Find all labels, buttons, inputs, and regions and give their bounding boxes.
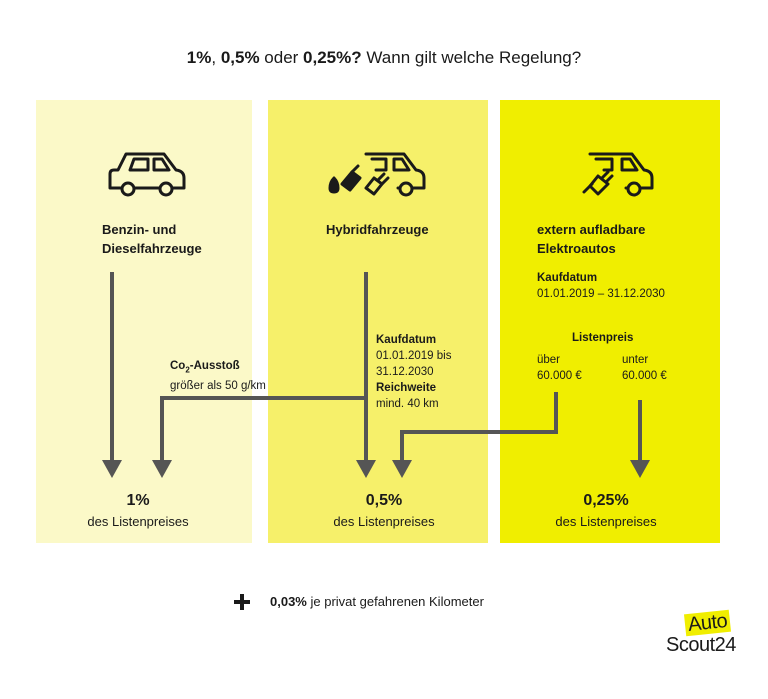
page-title: 1%, 0,5% oder 0,25%? Wann gilt welche Re… bbox=[186, 48, 582, 67]
listenpreis-label: Listenpreis bbox=[572, 332, 634, 344]
footer-note: 0,03% je privat gefahrenen Kilometer bbox=[270, 594, 484, 609]
label-hybrid: Hybridfahrzeuge bbox=[326, 222, 429, 237]
car-icon bbox=[108, 152, 186, 197]
price-under: unter 60.000 € bbox=[622, 354, 667, 382]
electric-kaufdatum: Kaufdatum 01.01.2019 – 31.12.2030 bbox=[537, 272, 665, 300]
hybrid-car-icon bbox=[328, 152, 426, 197]
arrow-over-to-05pct bbox=[400, 392, 558, 462]
column-benzin-diesel bbox=[36, 100, 252, 543]
plus-icon bbox=[234, 594, 250, 610]
result-05pct: 0,5% des Listenpreises bbox=[333, 492, 435, 529]
autoscout24-logo: Auto Scout24 bbox=[666, 609, 736, 656]
electric-car-icon bbox=[582, 152, 654, 197]
result-025pct: 0,25% des Listenpreises bbox=[555, 492, 657, 529]
column-hybrid bbox=[268, 100, 488, 543]
arrow-hybrid-to-1pct bbox=[160, 272, 368, 462]
column-electric bbox=[500, 100, 720, 543]
result-1pct: 1% des Listenpreises bbox=[87, 492, 189, 529]
co2-condition: Co2-Ausstoß größer als 50 g/km bbox=[170, 360, 266, 393]
hybrid-conditions: Kaufdatum 01.01.2019 bis 31.12.2030 Reic… bbox=[376, 334, 452, 410]
price-over: über 60.000 € bbox=[537, 354, 582, 382]
